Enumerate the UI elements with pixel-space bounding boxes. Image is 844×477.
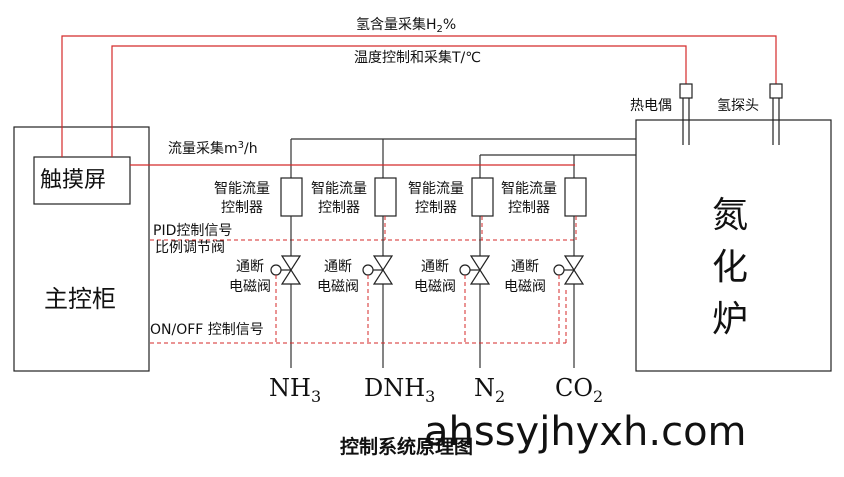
flow-controller-label-1: 智能流量控制器 [214,181,270,216]
diagram-caption: 控制系统原理图 [340,436,474,458]
gas-label-co2: CO2 [555,374,604,406]
flow-controller-4 [564,177,587,217]
solenoid-valve-1 [270,255,302,285]
gas-label-n2: N2 [474,374,506,406]
solenoid-valve-2 [362,255,394,285]
solenoid-valve-3 [459,255,491,285]
furnace-box [635,119,832,372]
furnace-label: 氮 化 炉 [711,195,748,340]
flow-controller-1 [280,177,303,217]
hydrogen-signal-line [61,35,777,157]
pid-signal-label: PID控制信号 [153,223,233,239]
solenoid-valve-label-4: 通断电磁阀 [504,259,546,295]
solenoid-valve-4 [553,255,585,285]
hydrogen-signal-label: 氢含量采集H2% [356,17,457,35]
hydrogen-probe-label: 氢探头 [717,98,759,114]
touch-screen-box [33,156,131,205]
thermocouple-label: 热电偶 [630,98,672,114]
gas-label-dnh3: DNH3 [364,374,436,406]
flow-controller-label-2: 智能流量控制器 [311,181,367,216]
flow-controller-3 [471,177,494,217]
gas-label-nh3: NH3 [269,374,322,406]
flow-controller-2 [374,177,397,217]
temperature-signal-label: 温度控制和采集T/℃ [354,50,481,66]
touch-screen-label: 触摸屏 [40,168,107,193]
flow-signal-label: 流量采集m3/h [168,140,258,157]
temperature-signal-line [111,45,687,157]
solenoid-valve-label-1: 通断电磁阀 [229,259,271,295]
onoff-signal-label: ON/OFF 控制信号 [150,322,264,338]
thermocouple-head [679,83,693,99]
proportional-valve-label: 比例调节阀 [155,240,225,256]
main-cabinet-box [13,126,150,372]
solenoid-valve-label-2: 通断电磁阀 [317,259,359,295]
flow-controller-label-3: 智能流量控制器 [408,181,464,216]
solenoid-valve-label-3: 通断电磁阀 [414,259,456,295]
flow-controller-label-4: 智能流量控制器 [501,181,557,216]
hydrogen-probe-head [769,83,783,99]
watermark: ahssyjhyxh.com [424,409,747,455]
main-cabinet-label: 主控柜 [44,285,116,313]
